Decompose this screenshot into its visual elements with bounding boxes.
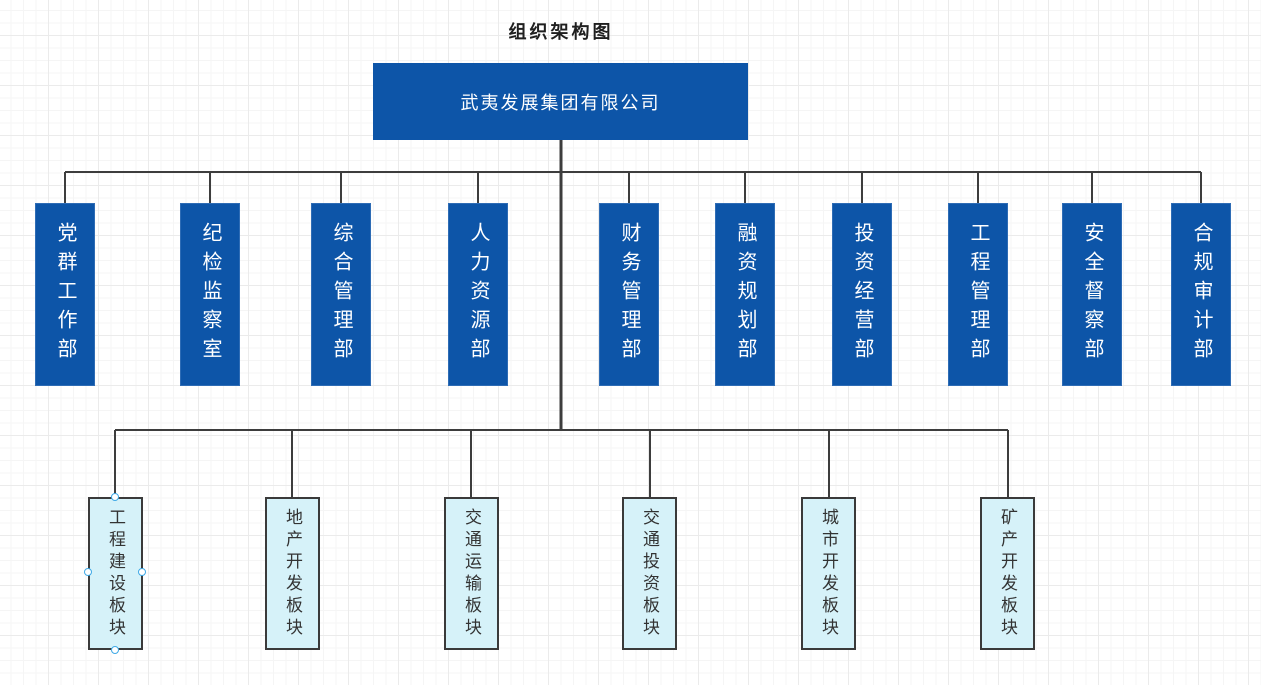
dept-node-financing-plan[interactable]: 融资规划部 — [715, 203, 775, 386]
dept-label: 投资经营部 — [851, 222, 873, 367]
sector-node-urban-development[interactable]: 城市开发板块 — [801, 497, 856, 650]
dept-node-investment-ops[interactable]: 投资经营部 — [832, 203, 892, 386]
dept-node-finance[interactable]: 财务管理部 — [599, 203, 659, 386]
sector-label: 交通运输板块 — [462, 507, 481, 640]
dept-label: 纪检监察室 — [199, 222, 221, 367]
dept-label: 融资规划部 — [734, 222, 756, 367]
dept-label: 合规审计部 — [1190, 222, 1212, 367]
sector-node-transportation[interactable]: 交通运输板块 — [444, 497, 499, 650]
sector-node-real-estate[interactable]: 地产开发板块 — [265, 497, 320, 650]
dept-node-general-admin[interactable]: 综合管理部 — [311, 203, 371, 386]
sector-label: 城市开发板块 — [819, 507, 838, 640]
selection-handle-bottom[interactable] — [111, 646, 119, 654]
dept-node-engineering[interactable]: 工程管理部 — [948, 203, 1008, 386]
sector-label: 地产开发板块 — [283, 507, 302, 640]
sector-label: 矿产开发板块 — [998, 507, 1017, 640]
sector-node-transport-invest[interactable]: 交通投资板块 — [622, 497, 677, 650]
dept-label: 安全督察部 — [1081, 222, 1103, 367]
dept-node-compliance-audit[interactable]: 合规审计部 — [1171, 203, 1231, 386]
root-node-label: 武夷发展集团有限公司 — [460, 92, 661, 113]
top-level-connectors — [64, 140, 1202, 431]
dept-label: 工程管理部 — [967, 222, 989, 367]
root-node-company[interactable]: 武夷发展集团有限公司 — [373, 63, 748, 140]
dept-node-safety[interactable]: 安全督察部 — [1062, 203, 1122, 386]
sector-connectors — [114, 429, 1009, 497]
dept-label: 党群工作部 — [54, 222, 76, 367]
dept-node-human-resources[interactable]: 人力资源部 — [448, 203, 508, 386]
dept-label: 人力资源部 — [467, 222, 489, 367]
selection-handle-left[interactable] — [84, 568, 92, 576]
dept-node-party-affairs[interactable]: 党群工作部 — [35, 203, 95, 386]
dept-node-discipline[interactable]: 纪检监察室 — [180, 203, 240, 386]
sector-label: 工程建设板块 — [106, 507, 125, 640]
selection-handle-right[interactable] — [138, 568, 146, 576]
sector-node-construction[interactable]: 工程建设板块 — [88, 497, 143, 650]
sector-label: 交通投资板块 — [640, 507, 659, 640]
selection-handle-top[interactable] — [111, 493, 119, 501]
chart-title[interactable]: 组织架构图 — [508, 22, 614, 42]
dept-label: 财务管理部 — [618, 222, 640, 367]
dept-label: 综合管理部 — [330, 222, 352, 367]
sector-node-mining[interactable]: 矿产开发板块 — [980, 497, 1035, 650]
